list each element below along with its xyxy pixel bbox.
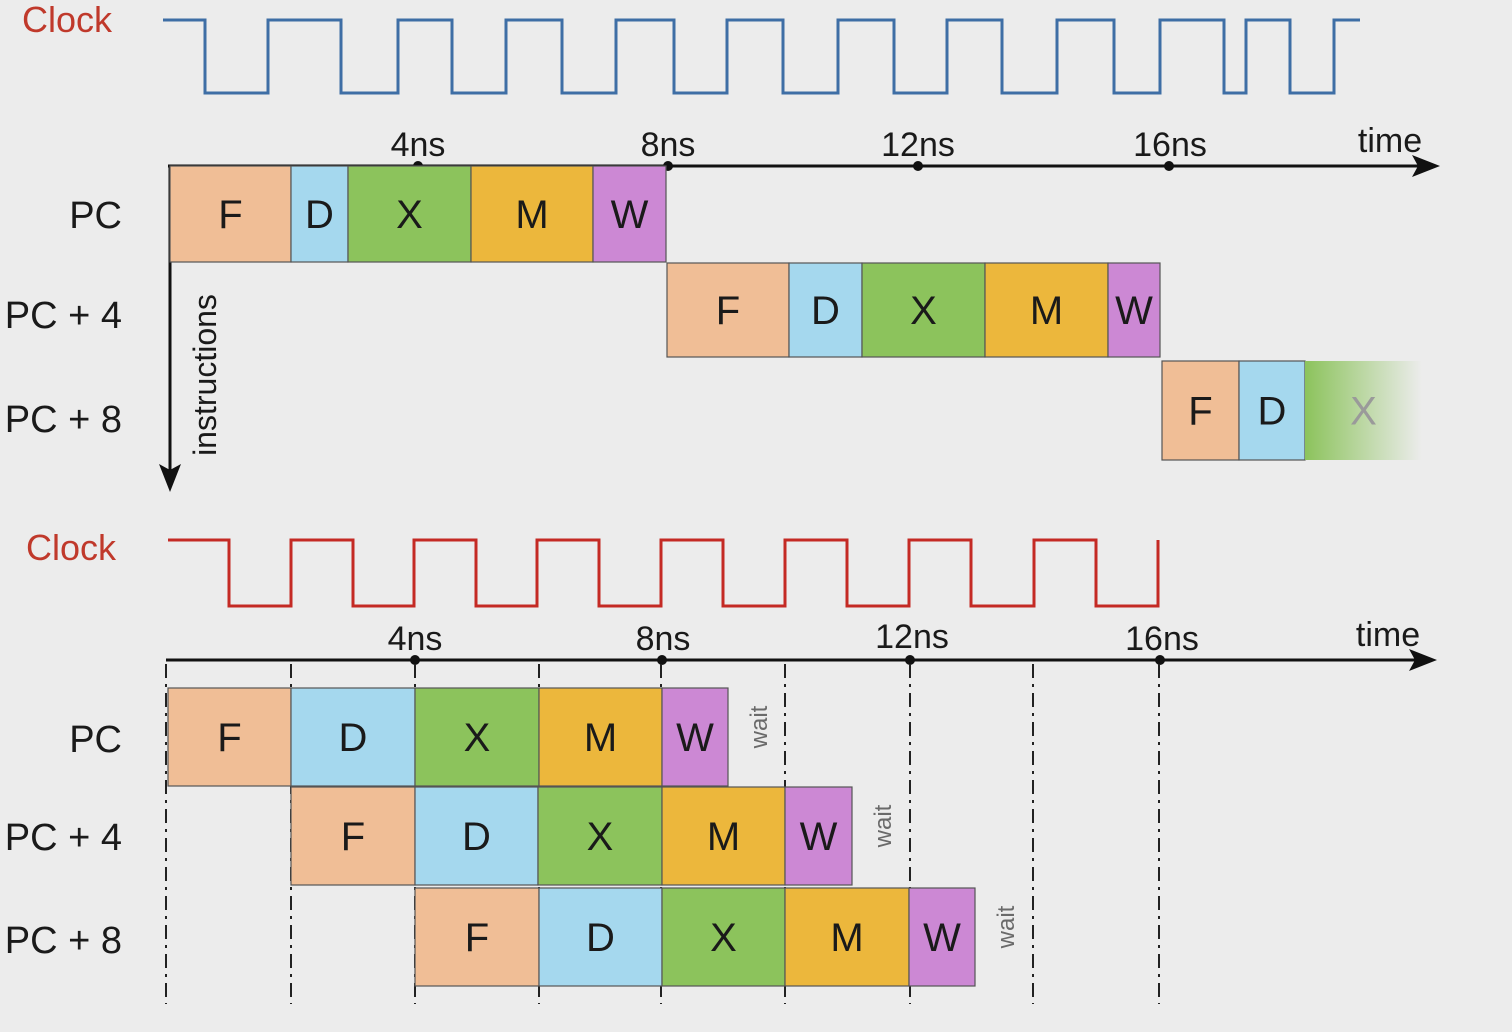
- top-clock-waveform: [163, 18, 1360, 95]
- stage-block-w: [784, 786, 853, 886]
- bottom-clock-label: Clock: [26, 527, 117, 568]
- stage-label-f: F: [1188, 390, 1212, 434]
- wait-label: wait: [746, 705, 773, 749]
- stage-block-w: [1107, 262, 1161, 358]
- top-tick-12ns-dot: [913, 161, 923, 171]
- instructions-arrowhead: [159, 464, 181, 492]
- stage-block-d: [290, 165, 349, 263]
- bottom-row-label-pc: PC: [69, 719, 122, 761]
- stage-block-m: [470, 165, 594, 263]
- top-tick-16ns-dot: [1164, 161, 1174, 171]
- stage-block-x: [1305, 361, 1422, 460]
- stage-label-d: D: [586, 916, 615, 960]
- stage-block-x: [414, 687, 540, 787]
- bottom-tick-12ns-dot: [905, 655, 915, 665]
- stage-block-w: [592, 165, 667, 263]
- stage-block-m: [784, 887, 910, 987]
- wait-label: wait: [870, 804, 897, 848]
- stage-block-d: [414, 786, 539, 886]
- stage-label-w: W: [923, 916, 961, 960]
- stage-label-d: D: [462, 815, 491, 859]
- stage-label-x: X: [1350, 390, 1377, 434]
- stage-label-w: W: [1115, 289, 1153, 333]
- stage-block-x: [661, 887, 786, 987]
- stage-label-f: F: [217, 716, 241, 760]
- top-time-arrowhead: [1412, 155, 1440, 177]
- stage-label-x: X: [464, 716, 491, 760]
- stage-block-f: [167, 687, 292, 787]
- stage-block-m: [984, 262, 1109, 358]
- top-row-label-pc: PC: [69, 195, 122, 237]
- bottom-tick-12ns: 12ns: [875, 618, 949, 656]
- stage-label-x: X: [587, 815, 614, 859]
- stage-label-d: D: [305, 193, 334, 237]
- stage-block-f: [169, 165, 292, 263]
- bottom-clock-waveform: [168, 538, 1160, 608]
- stage-label-w: W: [611, 193, 649, 237]
- stage-label-f: F: [341, 815, 365, 859]
- stage-label-m: M: [584, 716, 617, 760]
- top-tick-12ns: 12ns: [881, 126, 955, 164]
- stage-label-m: M: [830, 916, 863, 960]
- bottom-row-label-pc8: PC + 8: [5, 920, 122, 962]
- stage-label-f: F: [716, 289, 740, 333]
- stage-label-m: M: [1030, 289, 1063, 333]
- stage-block-f: [414, 887, 540, 987]
- top-tick-4ns: 4ns: [391, 126, 446, 164]
- stage-label-x: X: [710, 916, 737, 960]
- wait-label: wait: [993, 905, 1020, 949]
- bottom-time-arrowhead: [1409, 649, 1437, 671]
- top-section: Clock 4ns 8ns 12ns 16ns time instruction…: [5, 0, 1440, 492]
- bottom-tick-4ns-dot: [410, 655, 420, 665]
- stage-block-f: [1161, 360, 1240, 461]
- bottom-tick-8ns: 8ns: [636, 620, 691, 658]
- bottom-tick-4ns: 4ns: [388, 620, 443, 658]
- stage-label-x: X: [910, 289, 937, 333]
- stage-label-x: X: [396, 193, 423, 237]
- bottom-tick-16ns-dot: [1155, 655, 1165, 665]
- stage-label-w: W: [800, 815, 838, 859]
- top-row-label-pc4: PC + 4: [5, 295, 122, 337]
- stage-label-f: F: [218, 193, 242, 237]
- top-tick-8ns: 8ns: [641, 126, 696, 164]
- instructions-axis-label: instructions: [187, 294, 223, 456]
- stage-block-x: [861, 262, 986, 358]
- stage-label-m: M: [515, 193, 548, 237]
- stage-label-f: F: [465, 916, 489, 960]
- top-clock-label: Clock: [22, 0, 113, 40]
- stage-label-w: W: [676, 716, 714, 760]
- stage-block-f: [666, 262, 790, 358]
- top-tick-16ns: 16ns: [1133, 126, 1207, 164]
- stage-label-d: D: [1258, 390, 1287, 434]
- bottom-section: Clock 4ns 8ns 12ns 16ns time PC PC + 4 P…: [5, 527, 1437, 1004]
- stage-block-d: [1238, 360, 1306, 461]
- bottom-tick-16ns: 16ns: [1125, 620, 1199, 658]
- stage-label-d: D: [811, 289, 840, 333]
- stage-block-w: [661, 687, 729, 787]
- stage-block-m: [538, 687, 663, 787]
- stage-block-w: [908, 887, 976, 987]
- stage-block-m: [661, 786, 786, 886]
- bottom-row-label-pc4: PC + 4: [5, 817, 122, 859]
- stage-block-f: [290, 786, 416, 886]
- stage-label-m: M: [707, 815, 740, 859]
- bottom-time-label: time: [1356, 616, 1420, 654]
- stage-block-d: [788, 262, 863, 358]
- stage-label-d: D: [339, 716, 368, 760]
- top-pipeline-blocks: F D X M W F D X M W F D X: [169, 165, 1422, 461]
- top-time-label: time: [1358, 122, 1422, 160]
- top-row-label-pc8: PC + 8: [5, 399, 122, 441]
- bottom-tick-8ns-dot: [657, 655, 667, 665]
